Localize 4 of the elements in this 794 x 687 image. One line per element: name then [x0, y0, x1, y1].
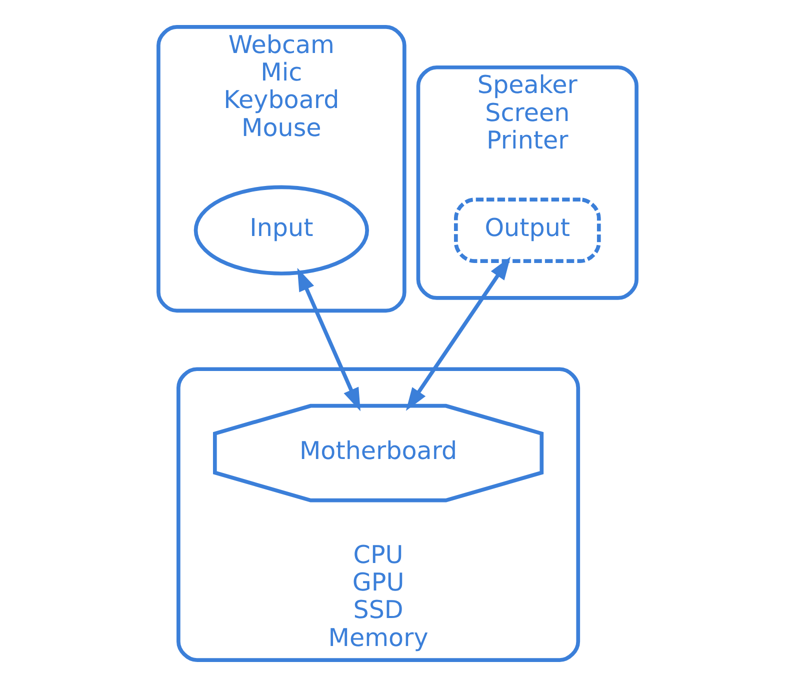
arrow	[296, 268, 360, 412]
node-ellipse: Input	[193, 185, 369, 276]
node-box: Output	[454, 198, 600, 263]
arrow	[405, 256, 510, 411]
